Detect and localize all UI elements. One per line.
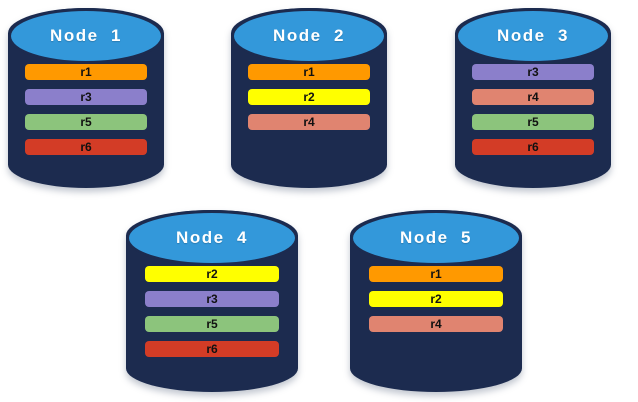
replica-bar-r6[interactable]: r6 [25,139,147,155]
replica-bar-r4[interactable]: r4 [368,316,504,332]
node-label: Node 2 [273,26,345,45]
replica-bar-r3[interactable]: r3 [25,89,147,105]
node-label: Node 5 [400,228,472,247]
node-5[interactable]: Node 5 r1 r2 r4 [350,210,522,392]
node-3[interactable]: Node 3 r3 r4 r5 r6 [455,8,611,188]
cylinder-top-ellipse [455,8,611,64]
replica-bar-r2[interactable]: r2 [368,291,504,307]
node-1[interactable]: Node 1 r1 r3 r5 r6 [8,8,164,188]
replica-bar-r5[interactable]: r5 [472,114,594,130]
replica-bar-r3[interactable]: r3 [472,64,594,80]
node-label: Node 1 [50,26,122,45]
replica-bar-r1[interactable]: r1 [248,64,370,80]
replica-bar-r5[interactable]: r5 [144,316,280,332]
replica-bar-r2[interactable]: r2 [248,89,370,105]
node-label: Node 4 [176,228,248,247]
replica-bar-r5[interactable]: r5 [25,114,147,130]
replica-bar-r3[interactable]: r3 [144,291,280,307]
cylinder-top-ellipse [8,8,164,64]
node-2[interactable]: Node 2 r1 r2 r4 [231,8,387,188]
replica-bar-r4[interactable]: r4 [472,89,594,105]
replica-bar-r1[interactable]: r1 [368,266,504,282]
replica-list: r2 r3 r5 r6 [126,266,298,357]
node-label: Node 3 [497,26,569,45]
replica-list: r1 r3 r5 r6 [8,64,164,155]
replica-bar-r2[interactable]: r2 [144,266,280,282]
replica-list: r1 r2 r4 [350,266,522,332]
cylinder-top-ellipse [231,8,387,64]
cylinder-top-ellipse [350,210,522,266]
replica-bar-r6[interactable]: r6 [472,139,594,155]
replica-bar-r4[interactable]: r4 [248,114,370,130]
node-4[interactable]: Node 4 r2 r3 r5 r6 [126,210,298,392]
replica-bar-r1[interactable]: r1 [25,64,147,80]
replica-list: r1 r2 r4 [231,64,387,130]
replica-bar-r6[interactable]: r6 [144,341,280,357]
cylinder-top-ellipse [126,210,298,266]
replica-list: r3 r4 r5 r6 [455,64,611,155]
